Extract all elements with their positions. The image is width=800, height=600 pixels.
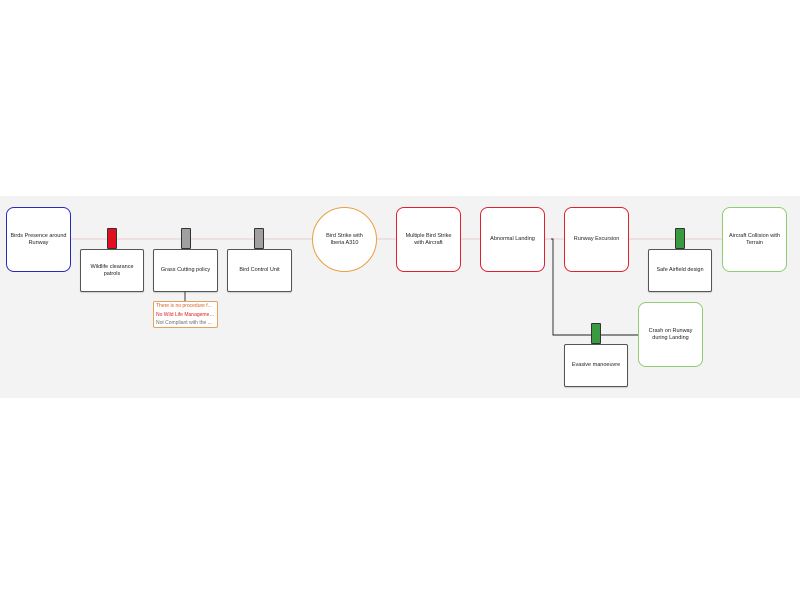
barrier-evasive-manoeuvre[interactable]: Evasive manoeuvre [564,344,628,387]
consequence-label: Multiple Bird Strike with Aircraft [405,232,452,246]
factor-item: Not Compliant with the ... [156,320,212,326]
consequence-crash-on-runway[interactable]: Crash on Runway during Landing [638,302,703,367]
barrier-label: Wildlife clearance patrols [90,263,134,277]
consequence-runway-excursion[interactable]: Runway Excursion [564,207,629,272]
barrier-label: Grass Cutting policy [160,267,211,273]
barrier-label: Safe Airfield design [656,267,704,273]
escalation-factors-box[interactable]: There is no procedure f... No Wild Life … [153,301,218,328]
factor-item: There is no procedure f... [156,303,212,309]
barrier-grass-cutting[interactable]: Grass Cutting policy [153,249,218,292]
consequence-label: Crash on Runway during Landing [648,327,693,341]
top-event-label: Bird Strike with Iberia A310 [326,232,363,246]
consequence-multiple-bird-strike[interactable]: Multiple Bird Strike with Aircraft [396,207,461,272]
barrier-wildlife-patrols[interactable]: Wildlife clearance patrols [80,249,144,292]
barrier-status-unknown [181,228,191,249]
barrier-status-unknown [254,228,264,249]
barrier-bird-control-unit[interactable]: Bird Control Unit [227,249,292,292]
barrier-status-effective [591,323,601,344]
barrier-safe-airfield-design[interactable]: Safe Airfield design [648,249,712,292]
factor-item: No Wild Life Management... [156,311,215,318]
hazard-label: Birds Presence around Runway [10,232,67,246]
barrier-status-ineffective [107,228,117,249]
barrier-label: Bird Control Unit [239,267,280,273]
consequence-abnormal-landing[interactable]: Abnormal Landing [480,207,545,272]
consequence-collision-terrain[interactable]: Aircraft Collision with Terrain [722,207,787,272]
consequence-label: Abnormal Landing [490,236,535,242]
consequence-label: Aircraft Collision with Terrain [728,232,781,246]
top-event-node[interactable]: Bird Strike with Iberia A310 [312,207,377,272]
consequence-label: Runway Excursion [573,236,620,242]
barrier-label: Evasive manoeuvre [571,362,621,368]
hazard-node[interactable]: Birds Presence around Runway [6,207,71,272]
barrier-status-effective [675,228,685,249]
